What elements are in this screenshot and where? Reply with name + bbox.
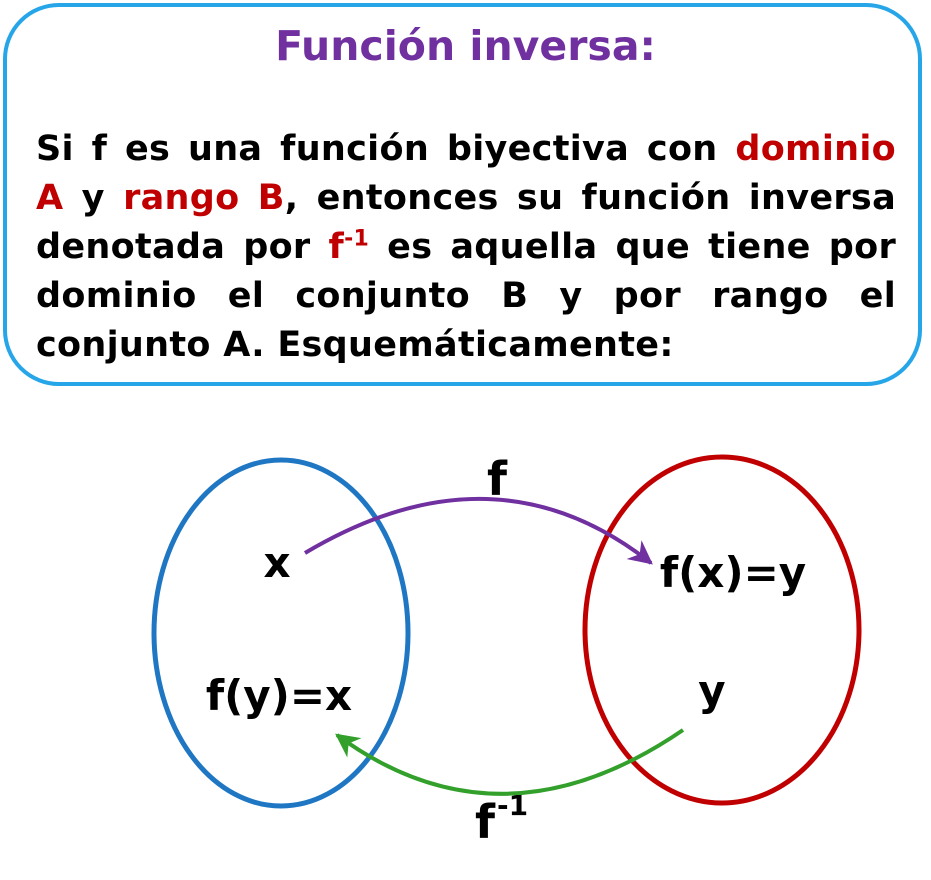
set-a-element-fy: f(y)=x — [206, 671, 352, 720]
rango-b-term: rango B — [123, 178, 285, 218]
definition-part-1: Si f es una función biyectiva con — [36, 129, 736, 169]
inverse-function-symbol: f-1 — [329, 227, 370, 267]
inverse-symbol-exponent: -1 — [344, 226, 370, 252]
set-b-element-y: y — [698, 666, 725, 715]
definition-text: Si f es una función biyectiva con domini… — [36, 125, 896, 370]
set-b-ellipse — [582, 454, 862, 806]
set-a-element-x: x — [263, 538, 290, 587]
f-inverse-label-base: f — [475, 795, 496, 849]
page-title: Función inversa: — [275, 22, 656, 70]
f-arrow — [303, 497, 653, 565]
inverse-symbol-base: f — [328, 227, 345, 267]
definition-part-4: es aquella que tiene por dominio el conj… — [36, 227, 897, 365]
definition-part-2: y — [63, 178, 124, 218]
f-arrow-label: f — [487, 452, 508, 506]
f-inverse-label-exponent: -1 — [497, 789, 528, 822]
definition-card — [3, 3, 922, 386]
set-a-ellipse — [151, 457, 411, 809]
definition-part-3: , entonces su función inversa denotada p… — [36, 178, 896, 267]
dominio-a-term: dominio A — [36, 129, 896, 218]
f-inverse-arrow — [335, 728, 685, 796]
set-b-element-fx: f(x)=y — [660, 548, 806, 597]
